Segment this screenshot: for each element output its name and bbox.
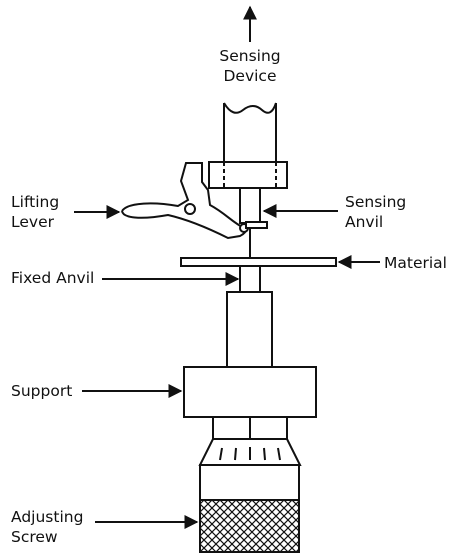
lifting-lever-label-line-2: Lever	[11, 213, 54, 231]
sensing-device-label-line-1: Sensing	[219, 47, 281, 65]
support-block	[183, 366, 317, 418]
adjusting-screw-body	[199, 464, 300, 501]
material-label: Material	[384, 254, 447, 272]
sensing-device-label-line-2: Device	[223, 67, 277, 85]
lifting-lever-label-line-1: Lifting	[11, 193, 60, 211]
sensing-device-housing	[208, 161, 288, 189]
adjusting-screw-label-line-2: Screw	[11, 528, 58, 546]
sensing-spindle	[239, 187, 261, 224]
fixed-anvil	[239, 265, 261, 293]
cap-ridges	[219, 447, 281, 461]
sensing-anvil-collar	[245, 221, 268, 229]
sensing-device-label: Sensing Device	[212, 46, 288, 86]
fixed-anvil-label: Fixed Anvil	[11, 269, 95, 287]
sensing-anvil-label: Sensing Anvil	[345, 192, 406, 232]
sensing-anvil-label-line-1: Sensing	[345, 193, 407, 211]
material-sheet	[180, 257, 337, 267]
adjusting-screw-label-line-1: Adjusting	[11, 508, 84, 526]
lifting-lever-label: Lifting Lever	[11, 192, 59, 232]
sensing-anvil-label-line-2: Anvil	[345, 213, 384, 231]
adjusting-screw-label: Adjusting Screw	[11, 507, 83, 547]
sensing-device-column	[223, 102, 277, 162]
adjusting-screw-knurl	[199, 499, 300, 553]
support-label: Support	[11, 382, 73, 400]
lifting-lever	[121, 162, 249, 240]
support-column	[226, 291, 273, 368]
